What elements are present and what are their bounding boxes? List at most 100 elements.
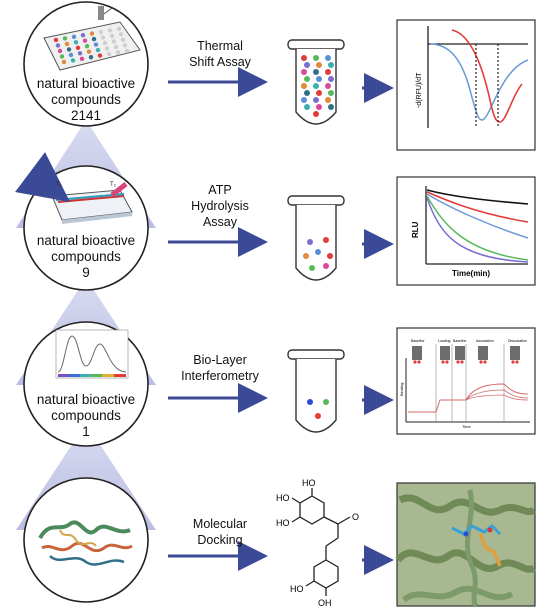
bli-sensor-tip xyxy=(510,346,520,360)
svg-text:T₁: T₁ xyxy=(56,182,62,188)
plate-well xyxy=(88,55,94,60)
hydroxyl-label-bottom: OH xyxy=(318,598,332,608)
bli-sensor-tip xyxy=(412,346,422,360)
compound-dot xyxy=(328,62,334,68)
mini-spectrum-chart xyxy=(55,329,129,379)
method-label-docking: Molecular Docking xyxy=(165,516,275,548)
compound-dot xyxy=(316,62,322,68)
compound-dot xyxy=(307,399,313,405)
compound-dot xyxy=(325,97,331,103)
bli-phase-4: Association xyxy=(476,339,494,343)
bli-y-label: Binding xyxy=(399,383,404,396)
plate-well xyxy=(107,28,113,33)
compound-dot xyxy=(313,111,319,117)
bli-ligand-dot xyxy=(515,360,519,364)
plate-well xyxy=(86,49,92,54)
plate-well xyxy=(53,37,59,43)
plate-well xyxy=(84,44,90,49)
plate-well xyxy=(57,48,63,54)
method-2-line3: Assay xyxy=(202,215,238,229)
compound-dot xyxy=(303,253,309,259)
stage-1-count: 2141 xyxy=(70,108,102,123)
rlu-curve-green xyxy=(426,195,529,261)
compound-dot xyxy=(301,97,307,103)
compound-dot xyxy=(323,237,329,243)
stage-3-compounds-text: natural bioactive compounds 1 xyxy=(22,392,150,440)
plate-well xyxy=(70,58,76,63)
compound-dot xyxy=(313,55,319,61)
atp-result: RLU Time(min) xyxy=(396,176,536,286)
stage-1-compounds-text: natural bioactive compounds 2141 xyxy=(22,76,150,124)
plate-well xyxy=(55,43,61,48)
bli-x-label: Time xyxy=(462,424,472,429)
compound-dot xyxy=(315,249,321,255)
plate-well xyxy=(64,41,70,47)
method-3-line2: Interferometry xyxy=(181,369,259,383)
rlu-curve-blue xyxy=(426,193,529,239)
plate-well xyxy=(118,32,124,37)
bli-sensor-tip xyxy=(478,346,488,360)
plate-well xyxy=(80,33,86,38)
bli-ligand-dot xyxy=(456,360,460,364)
bli-ligand-dot xyxy=(417,360,421,364)
stage-2-compounds-line2: compounds xyxy=(51,249,121,264)
plate-well xyxy=(77,51,83,56)
compound-dot xyxy=(304,104,310,110)
compound-dot xyxy=(325,69,331,75)
compound-dot xyxy=(327,253,333,259)
method-label-bli: Bio-Layer Interferometry xyxy=(165,352,275,384)
bli-phase-3: Baseline xyxy=(453,339,466,343)
plate-well xyxy=(106,51,112,57)
method-4-line1: Molecular xyxy=(192,517,248,531)
compound-dot xyxy=(328,76,334,82)
svg-text:T₂: T₂ xyxy=(110,182,117,188)
stage-3-count: 1 xyxy=(82,424,90,439)
assay-plate-icon: T₁ T₂ xyxy=(15,152,133,224)
carbonyl-oxygen-label: O xyxy=(352,512,359,522)
plate-well xyxy=(102,40,108,46)
compound-dot xyxy=(316,104,322,110)
compound-dot xyxy=(304,90,310,96)
method-1-line2: Shift Assay xyxy=(189,55,251,69)
stage-circle-4 xyxy=(23,477,149,603)
plate-well xyxy=(98,29,104,35)
plate-well xyxy=(100,35,106,40)
plate-well xyxy=(82,38,88,43)
plate-well xyxy=(115,50,121,55)
plate-well xyxy=(91,36,97,42)
test-tube-3 xyxy=(287,349,345,433)
compound-dot xyxy=(316,90,322,96)
well-plate-icon xyxy=(43,6,141,71)
plate-well xyxy=(124,48,130,53)
hydroxyl-label-mid: HO xyxy=(276,493,290,503)
plate-well xyxy=(109,33,115,39)
method-label-thermal-shift: Thermal Shift Assay xyxy=(165,38,275,70)
method-2-line1: ATP xyxy=(208,183,232,197)
test-tube-1 xyxy=(287,39,345,125)
plate-well xyxy=(120,37,126,42)
compound-dot xyxy=(304,62,310,68)
compound-dot xyxy=(301,55,307,61)
bli-ligand-dot xyxy=(413,360,417,364)
protein-structure-icon xyxy=(38,520,133,566)
hydroxyl-label-low: HO xyxy=(276,518,290,528)
test-tube-2 xyxy=(287,195,345,281)
compound-dot xyxy=(323,399,329,405)
compound-dot xyxy=(301,69,307,75)
compound-dot xyxy=(301,83,307,89)
hydroxyl-label-top: HO xyxy=(302,478,316,488)
compound-dot xyxy=(315,413,321,419)
plate-well xyxy=(75,45,81,50)
chemical-structure xyxy=(291,488,351,596)
thermal-shift-result: -d(RFU)/dT xyxy=(396,19,536,151)
method-label-atp: ATP Hydrolysis Assay xyxy=(165,182,275,230)
bli-ligand-dot xyxy=(483,360,487,364)
plate-well xyxy=(62,36,68,41)
compound-dot xyxy=(316,76,322,82)
bli-result: Baseline Loading Baseline Association Di… xyxy=(396,327,536,435)
method-4-line2: Docking xyxy=(197,533,243,547)
plate-well xyxy=(68,52,74,58)
plate-well xyxy=(71,34,77,39)
thermal-y-label: -d(RFU)/dT xyxy=(416,72,423,108)
